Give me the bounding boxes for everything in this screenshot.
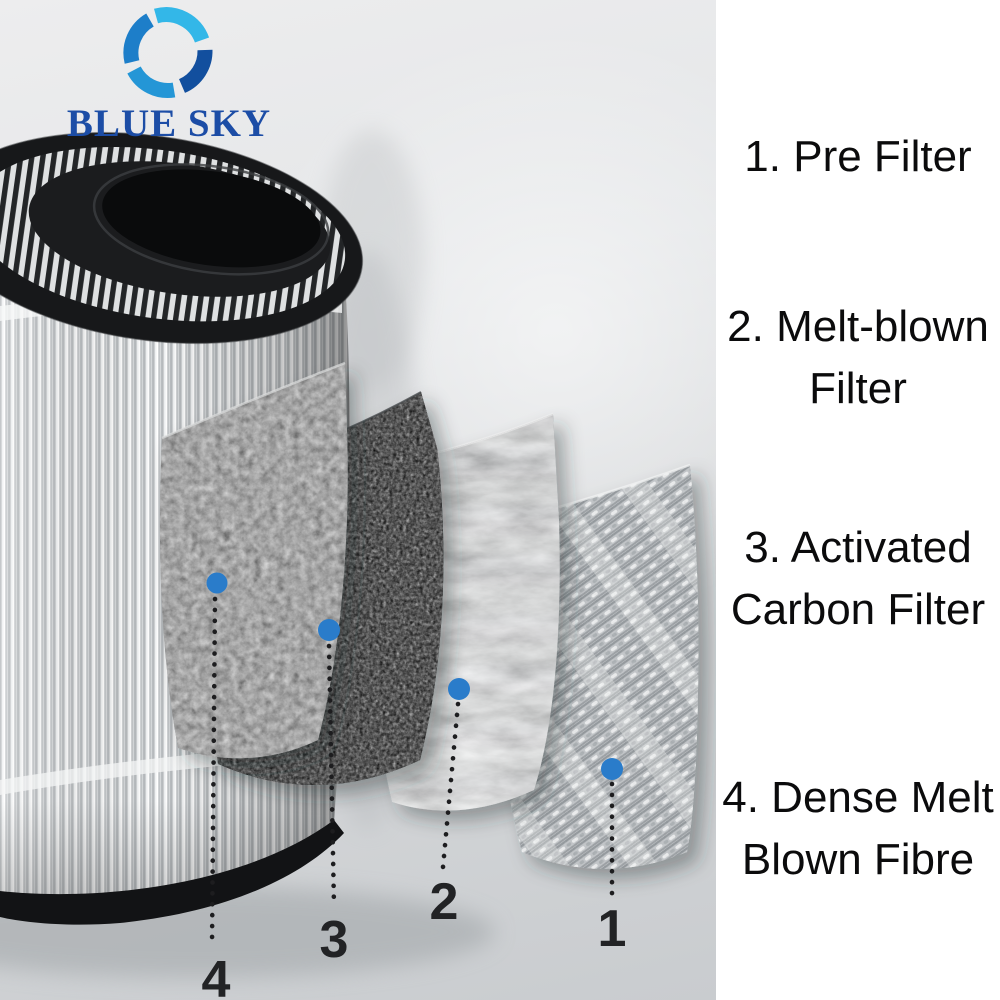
legend-item-label: Carbon Filter [730,585,986,634]
leader-line-3 [326,643,337,909]
brand-logo: BLUE SKY [0,0,300,150]
legend-item-label: 1. Pre Filter [744,132,972,181]
legend-item-label: 4. Dense Melt [722,773,994,822]
callout-dot-3 [318,619,340,641]
leader-lines [209,596,615,948]
callout-dot-1 [601,758,623,780]
sheet-dense-fibre [159,361,348,759]
brand-name: BLUE SKY [66,102,272,145]
callout-dots [206,572,623,780]
callout-number-2: 2 [429,873,459,931]
filter-illustration [0,130,699,978]
leader-line-4 [209,596,218,948]
legend-panel: 1. Pre Filter 2. Melt-blown Filter 3. Ac… [716,0,1000,1000]
legend-item-dense-melt-blown: 4. Dense Melt Blown Fibre [716,767,1000,891]
legend-item-activated-carbon: 3. Activated Carbon Filter [716,517,1000,641]
legend-item-melt-blown: 2. Melt-blown Filter [716,296,1000,420]
legend-item-pre-filter: 1. Pre Filter [716,126,1000,188]
blue-sky-logo-icon [123,7,213,98]
legend-item-label: Blown Fibre [741,835,975,884]
legend-item-label: 2. Melt-blown [727,302,989,351]
callout-number-4: 4 [201,951,231,1000]
callout-number-3: 3 [319,911,349,969]
callout-number-1: 1 [597,900,627,958]
callout-dot-4 [206,572,228,594]
base-ring [0,820,344,925]
top-cap-ring [0,131,364,345]
photo-background: BLUE SKY 1 2 3 4 [0,0,716,1000]
legend-item-label: 3. Activated [744,523,972,572]
legend-item-label: Filter [809,364,907,413]
callout-dot-2 [448,678,470,700]
